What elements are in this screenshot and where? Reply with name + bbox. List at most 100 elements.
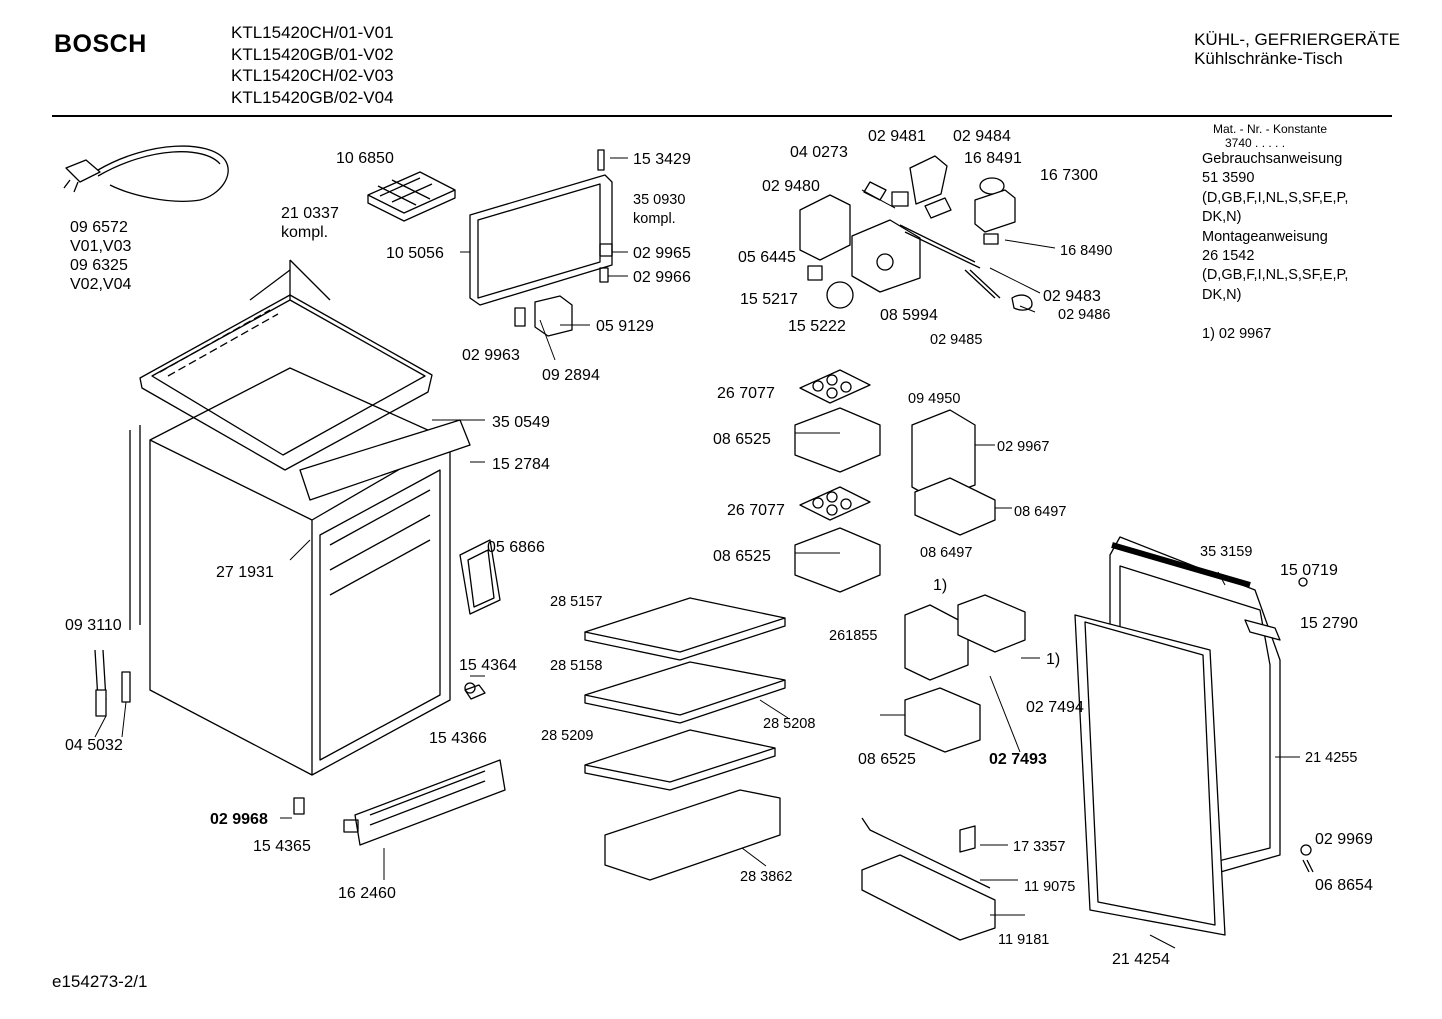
drawing-reference: e154273-2/1 bbox=[52, 972, 148, 991]
part-label: 02 9484 bbox=[953, 128, 1011, 145]
part-label: 02 9965 bbox=[633, 245, 691, 262]
model-number: KTL15420GB/01-V02 bbox=[231, 44, 394, 64]
part-label: 21 4255 bbox=[1305, 750, 1357, 766]
part-label: 08 6525 bbox=[713, 431, 771, 448]
part-label: 10 5056 bbox=[386, 245, 444, 262]
part-label: 16 8491 bbox=[964, 150, 1022, 167]
flap-handle-drawing bbox=[514, 295, 573, 337]
part-label: 15 2790 bbox=[1300, 615, 1358, 632]
part-label: 16 7300 bbox=[1040, 167, 1098, 184]
cabinet-body-drawing bbox=[129, 367, 471, 776]
document-info: Mat. - Nr. - Konstante 3740 . . . . . Ge… bbox=[1202, 122, 1348, 344]
part-label: 02 9480 bbox=[762, 178, 820, 195]
part-label: 21 0337 bbox=[281, 205, 339, 222]
model-number: KTL15420GB/02-V04 bbox=[231, 87, 394, 107]
part-label: 05 9129 bbox=[596, 318, 654, 335]
part-label: 15 2784 bbox=[492, 456, 550, 473]
part-label: 16 2460 bbox=[338, 885, 396, 902]
part-label: 10 6850 bbox=[336, 150, 394, 167]
part-label: 28 5209 bbox=[541, 728, 593, 744]
part-label: 02 9481 bbox=[868, 128, 926, 145]
constant-value: 3740 . . . . . bbox=[1225, 136, 1286, 150]
part-label: 08 5994 bbox=[880, 307, 938, 324]
brand-logo: BOSCH bbox=[54, 30, 147, 58]
info-line: Gebrauchsanweisung bbox=[1202, 151, 1343, 167]
part-label: 08 6497 bbox=[920, 545, 972, 561]
part-label: 02 9969 bbox=[1315, 831, 1373, 848]
part-label: 15 4365 bbox=[253, 838, 311, 855]
part-label: 08 6525 bbox=[713, 548, 771, 565]
part-label: 08 6497 bbox=[1014, 504, 1066, 520]
part-label: 15 3429 bbox=[633, 151, 691, 168]
part-label: V01,V03 bbox=[70, 238, 131, 255]
refrigerator-door-drawing bbox=[1074, 536, 1314, 936]
door-racks-drawing bbox=[794, 369, 996, 593]
part-label: 17 3357 bbox=[1013, 839, 1065, 855]
part-label: 35 3159 bbox=[1200, 544, 1252, 560]
part-label: 15 5217 bbox=[740, 291, 798, 308]
part-label: 09 6572 bbox=[70, 219, 128, 236]
model-list: KTL15420CH/01-V01 KTL15420GB/01-V02 KTL1… bbox=[231, 22, 394, 108]
part-label: 28 5158 bbox=[550, 658, 602, 674]
part-label: 02 9485 bbox=[930, 332, 982, 348]
part-label: 08 6525 bbox=[858, 751, 916, 768]
model-number: KTL15420CH/02-V03 bbox=[231, 66, 394, 85]
part-label: 02 9486 bbox=[1058, 307, 1110, 323]
power-cord-drawing bbox=[63, 145, 229, 202]
part-label: 26 7077 bbox=[727, 502, 785, 519]
part-label: 35 0549 bbox=[492, 414, 550, 431]
part-label: 15 5222 bbox=[788, 318, 846, 335]
freezer-door-drawing bbox=[469, 149, 613, 306]
footnote-line: 1) 02 9967 bbox=[1202, 325, 1272, 342]
part-label: 15 4366 bbox=[429, 730, 487, 747]
part-label: 28 5157 bbox=[550, 594, 602, 610]
part-label: 1) bbox=[1046, 651, 1060, 668]
category-title: KÜHL-, GEFRIERGERÄTE Kühlschränke-Tisch bbox=[1194, 30, 1400, 68]
part-label: 15 0719 bbox=[1280, 562, 1338, 579]
part-label: 35 0930 bbox=[633, 192, 685, 208]
info-line: 51 3590 bbox=[1202, 170, 1255, 187]
part-label: V02,V04 bbox=[70, 276, 131, 293]
constant-label: Mat. - Nr. - Konstante bbox=[1213, 122, 1328, 136]
part-label: 06 8654 bbox=[1315, 877, 1373, 894]
part-label: 27 1931 bbox=[216, 564, 274, 581]
info-line: 26 1542 bbox=[1202, 248, 1255, 265]
info-line: DK,N) bbox=[1202, 286, 1242, 303]
part-label: 05 6445 bbox=[738, 249, 796, 266]
part-label: kompl. bbox=[633, 211, 676, 227]
part-label: 09 4950 bbox=[908, 391, 960, 407]
info-line: (D,GB,F,I,NL,S,SF,E,P, bbox=[1202, 267, 1349, 284]
hinge-plinth-drawing bbox=[293, 682, 506, 846]
part-label: 26 7077 bbox=[717, 385, 775, 402]
part-label: 1) bbox=[933, 577, 947, 594]
model-number: KTL15420CH/01-V01 bbox=[231, 23, 394, 42]
evaporator-plate-drawing bbox=[459, 539, 501, 615]
leader-lines bbox=[94, 157, 1300, 949]
header-divider bbox=[52, 115, 1392, 117]
part-label: 02 9968 bbox=[210, 811, 268, 828]
ice-tray-drawing bbox=[367, 171, 456, 222]
part-label: 28 3862 bbox=[740, 869, 792, 885]
part-label: 09 3110 bbox=[65, 617, 122, 634]
part-label: 11 9075 bbox=[1024, 879, 1075, 895]
part-label: 02 7493 bbox=[989, 751, 1047, 768]
door-shelves-drawing bbox=[861, 594, 1026, 941]
capillary-tube-drawing bbox=[94, 649, 131, 717]
part-label: 09 6325 bbox=[70, 257, 128, 274]
worktop-drawing bbox=[139, 259, 433, 471]
part-label: 21 4254 bbox=[1112, 951, 1170, 968]
part-label: 04 5032 bbox=[65, 737, 123, 754]
part-label: 11 9181 bbox=[998, 932, 1049, 948]
part-label: 261855 bbox=[829, 628, 877, 644]
part-label: 02 7494 bbox=[1026, 699, 1084, 716]
info-line: Montageanweisung bbox=[1202, 228, 1328, 245]
part-label: 05 6866 bbox=[487, 539, 545, 556]
part-label: 02 9963 bbox=[462, 347, 520, 364]
part-label: 02 9967 bbox=[997, 439, 1049, 455]
part-label: 16 8490 bbox=[1060, 243, 1112, 259]
part-label: kompl. bbox=[281, 224, 328, 241]
part-label: 02 9483 bbox=[1043, 288, 1101, 305]
category-title-line2: Kühlschränke-Tisch bbox=[1194, 49, 1343, 68]
part-label: 28 5208 bbox=[763, 716, 815, 732]
